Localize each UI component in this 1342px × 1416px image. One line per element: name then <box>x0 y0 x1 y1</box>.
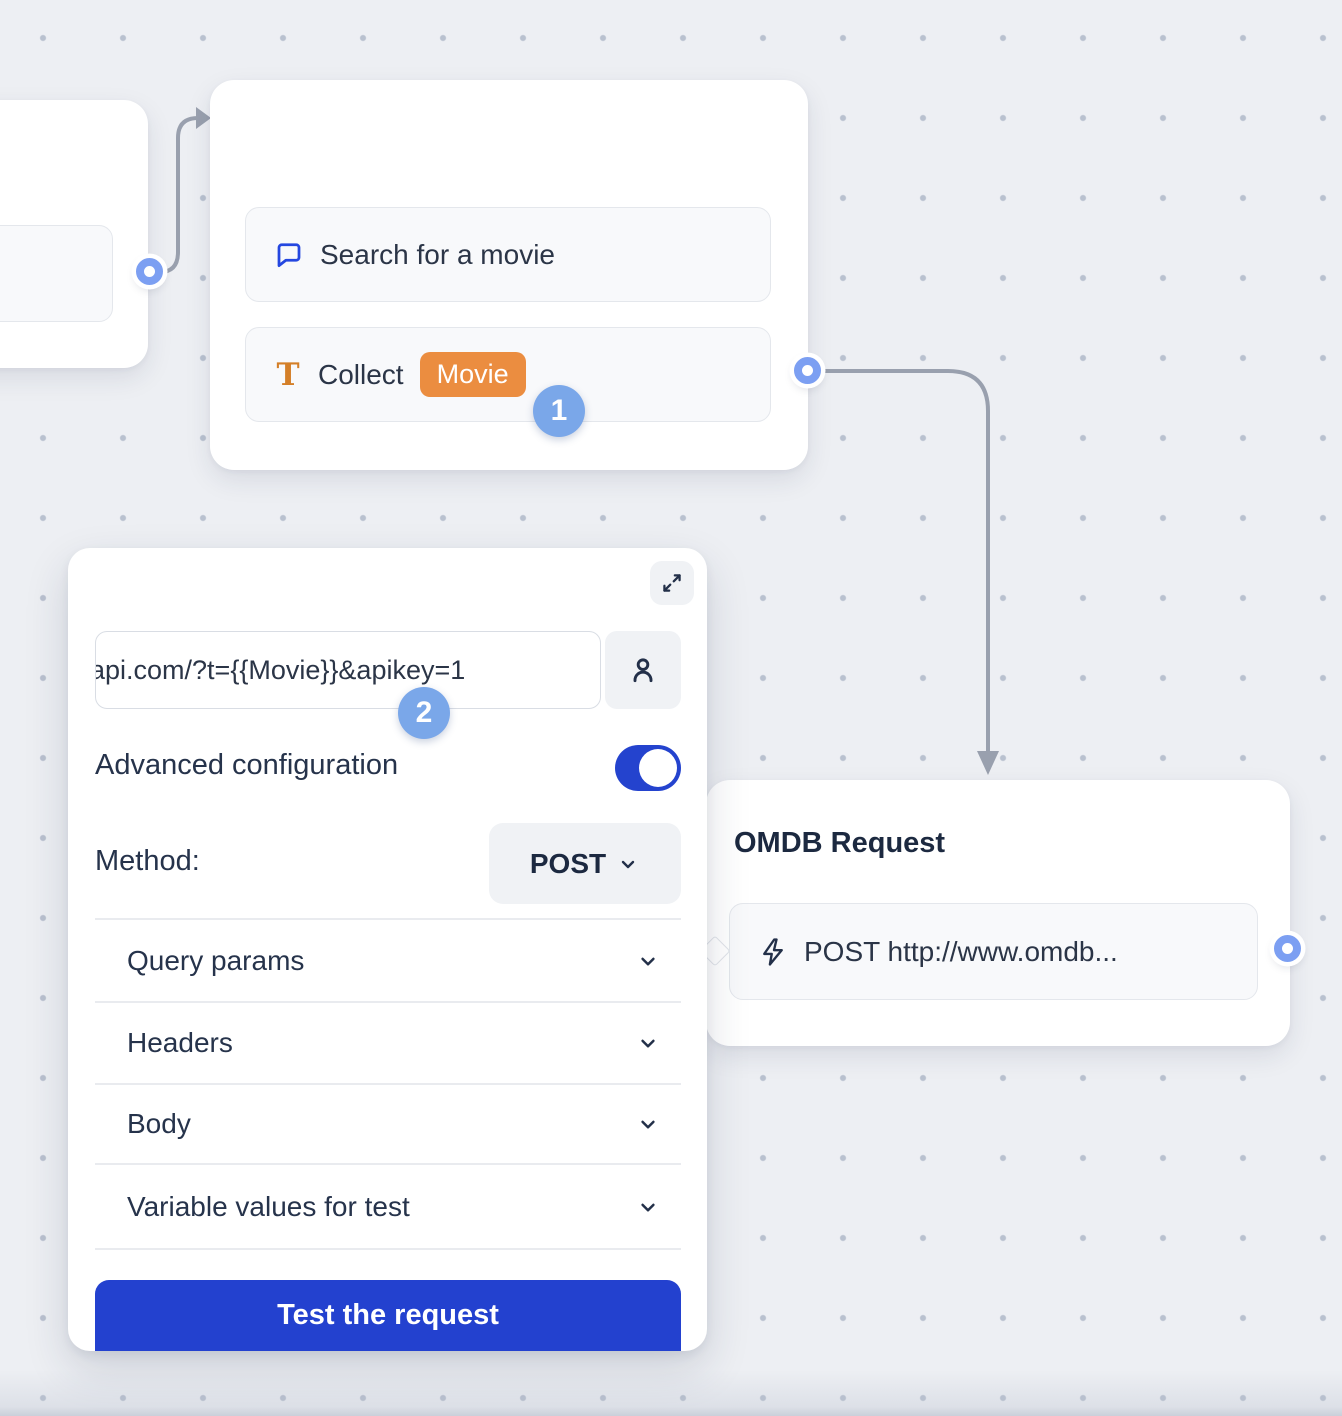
section-label: Body <box>127 1108 191 1139</box>
section-headers[interactable]: Headers <box>95 1003 681 1083</box>
wire-prev-to-movie <box>149 116 200 274</box>
chevron-down-icon <box>616 852 640 876</box>
output-port-movie-search[interactable] <box>794 357 821 384</box>
section-label: Headers <box>127 1027 233 1058</box>
section-query-params[interactable]: Query params <box>95 920 681 1001</box>
chevron-down-icon <box>635 1030 661 1056</box>
expand-icon <box>659 570 685 596</box>
url-input[interactable]: api.com/?t={{Movie}}&apikey=1 <box>95 631 601 709</box>
divider <box>95 1163 681 1165</box>
block-label: POST http://www.omdb... <box>804 935 1118 967</box>
chevron-down-icon <box>635 948 661 974</box>
node-item[interactable] <box>0 225 113 322</box>
section-label: Variable values for test <box>127 1190 410 1222</box>
method-select[interactable]: POST <box>489 823 681 904</box>
lightning-icon <box>758 937 788 967</box>
node-card-movie-search[interactable]: Movie search Search for a movie T Collec… <box>210 80 808 470</box>
webhook-config-panel: api.com/?t={{Movie}}&apikey=1 Advanced c… <box>68 548 707 1351</box>
chevron-down-icon <box>635 1194 661 1220</box>
output-port-omdb-request[interactable] <box>1274 935 1301 962</box>
chat-bubble-icon <box>274 240 304 270</box>
node-title: OMDB Request <box>734 827 946 859</box>
bottom-edge-shade <box>0 1370 1342 1416</box>
divider <box>95 1083 681 1085</box>
url-input-value: api.com/?t={{Movie}}&apikey=1 <box>95 654 466 685</box>
variable-badge-movie: Movie <box>419 352 526 397</box>
method-value: POST <box>529 847 607 879</box>
step-annotation-1: 1 <box>533 385 585 437</box>
test-the-request-button[interactable]: Test the request <box>95 1280 681 1351</box>
expand-button[interactable] <box>650 561 694 605</box>
block-label: Collect <box>318 358 404 390</box>
insert-variable-button[interactable] <box>605 631 681 709</box>
wire-movie-to-omdb <box>808 369 990 755</box>
advanced-configuration-toggle[interactable] <box>615 745 681 791</box>
text-collect-icon: T <box>276 356 300 393</box>
block-collect-movie[interactable]: T Collect Movie <box>245 327 771 422</box>
section-label: Query params <box>127 944 305 976</box>
block-label: Search for a movie <box>320 238 555 270</box>
toggle-knob <box>639 749 677 787</box>
step-annotation-2: 2 <box>398 687 450 739</box>
arrowhead-into-omdb-card <box>977 751 999 775</box>
node-card-omdb-request[interactable]: OMDB Request POST http://www.omdb... <box>699 780 1290 1046</box>
section-variable-values[interactable]: Variable values for test <box>95 1165 681 1248</box>
block-webhook-post[interactable]: POST http://www.omdb... <box>729 903 1258 1000</box>
section-body[interactable]: Body <box>95 1085 681 1163</box>
person-icon <box>627 654 659 686</box>
advanced-configuration-label: Advanced configuration <box>95 749 399 781</box>
divider <box>95 1248 681 1250</box>
chevron-down-icon <box>635 1111 661 1137</box>
partial-node-card[interactable] <box>0 100 148 368</box>
divider <box>95 918 681 920</box>
method-label: Method: <box>95 845 200 877</box>
block-search-for-a-movie[interactable]: Search for a movie <box>245 207 771 302</box>
output-port-prev-card[interactable] <box>136 258 163 285</box>
arrowhead-into-movie-card <box>196 107 211 129</box>
divider <box>95 1001 681 1003</box>
